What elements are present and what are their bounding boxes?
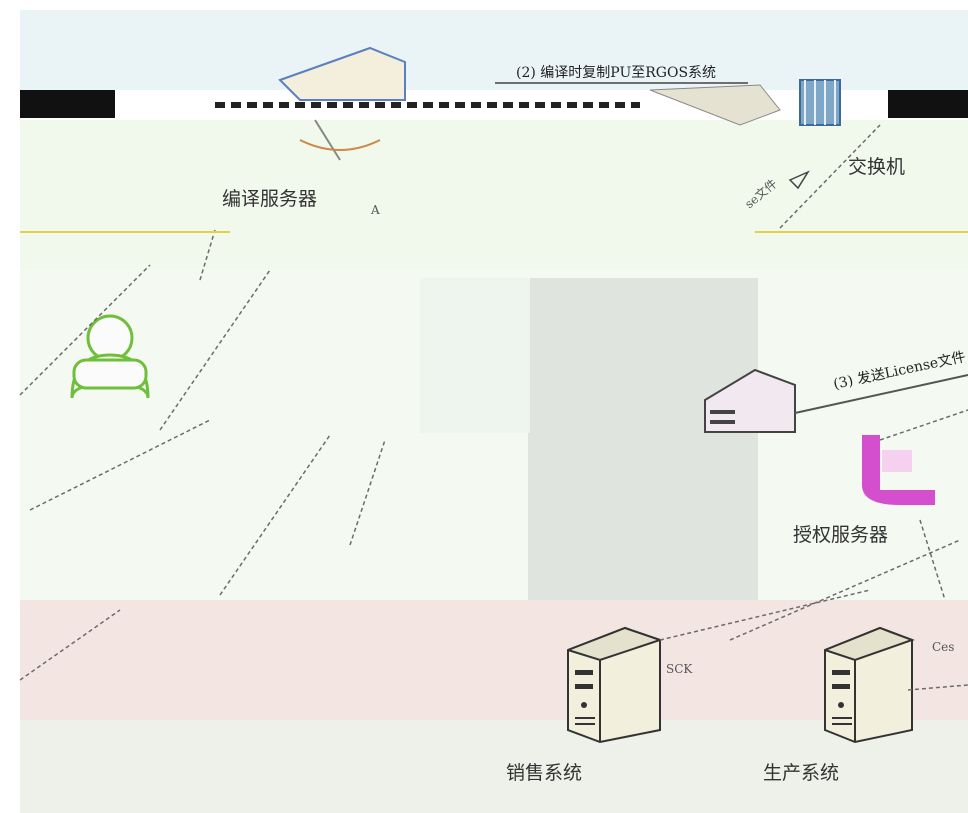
- background-black-bar-left: [20, 90, 115, 118]
- dashed-links: [19, 124, 968, 691]
- user-icon: [70, 314, 150, 399]
- letter-a-label: A: [371, 203, 380, 217]
- step3-arrow: [788, 170, 810, 190]
- auth-server-icon: [704, 368, 935, 505]
- background-grey-block: [528, 278, 758, 608]
- right-edge-fragment: Ces: [932, 640, 955, 654]
- background-pale-block: [420, 278, 530, 433]
- compile-server-label: 编译服务器: [222, 188, 318, 210]
- auth-server-label: 授权服务器: [793, 524, 889, 546]
- background-pink-band: [20, 600, 968, 720]
- production-system-label: 生产系统: [763, 762, 840, 784]
- background-bottom-band: [20, 720, 968, 813]
- switch-icon: [649, 79, 841, 126]
- link-auth-to-right: [794, 374, 968, 414]
- sck-label: SCK: [666, 662, 693, 676]
- server-icon: [567, 626, 664, 744]
- background-light-band: [20, 120, 968, 270]
- step2-label: (2) 编译时复制PU至RGOS系统: [516, 65, 717, 81]
- sales-system-label: 销售系统: [506, 762, 583, 784]
- server-icon: [824, 626, 915, 744]
- compile-server-icon: [278, 46, 406, 161]
- background-black-bar-right: [888, 90, 968, 118]
- switch-label: 交换机: [848, 156, 906, 178]
- background-top-band: [20, 10, 968, 90]
